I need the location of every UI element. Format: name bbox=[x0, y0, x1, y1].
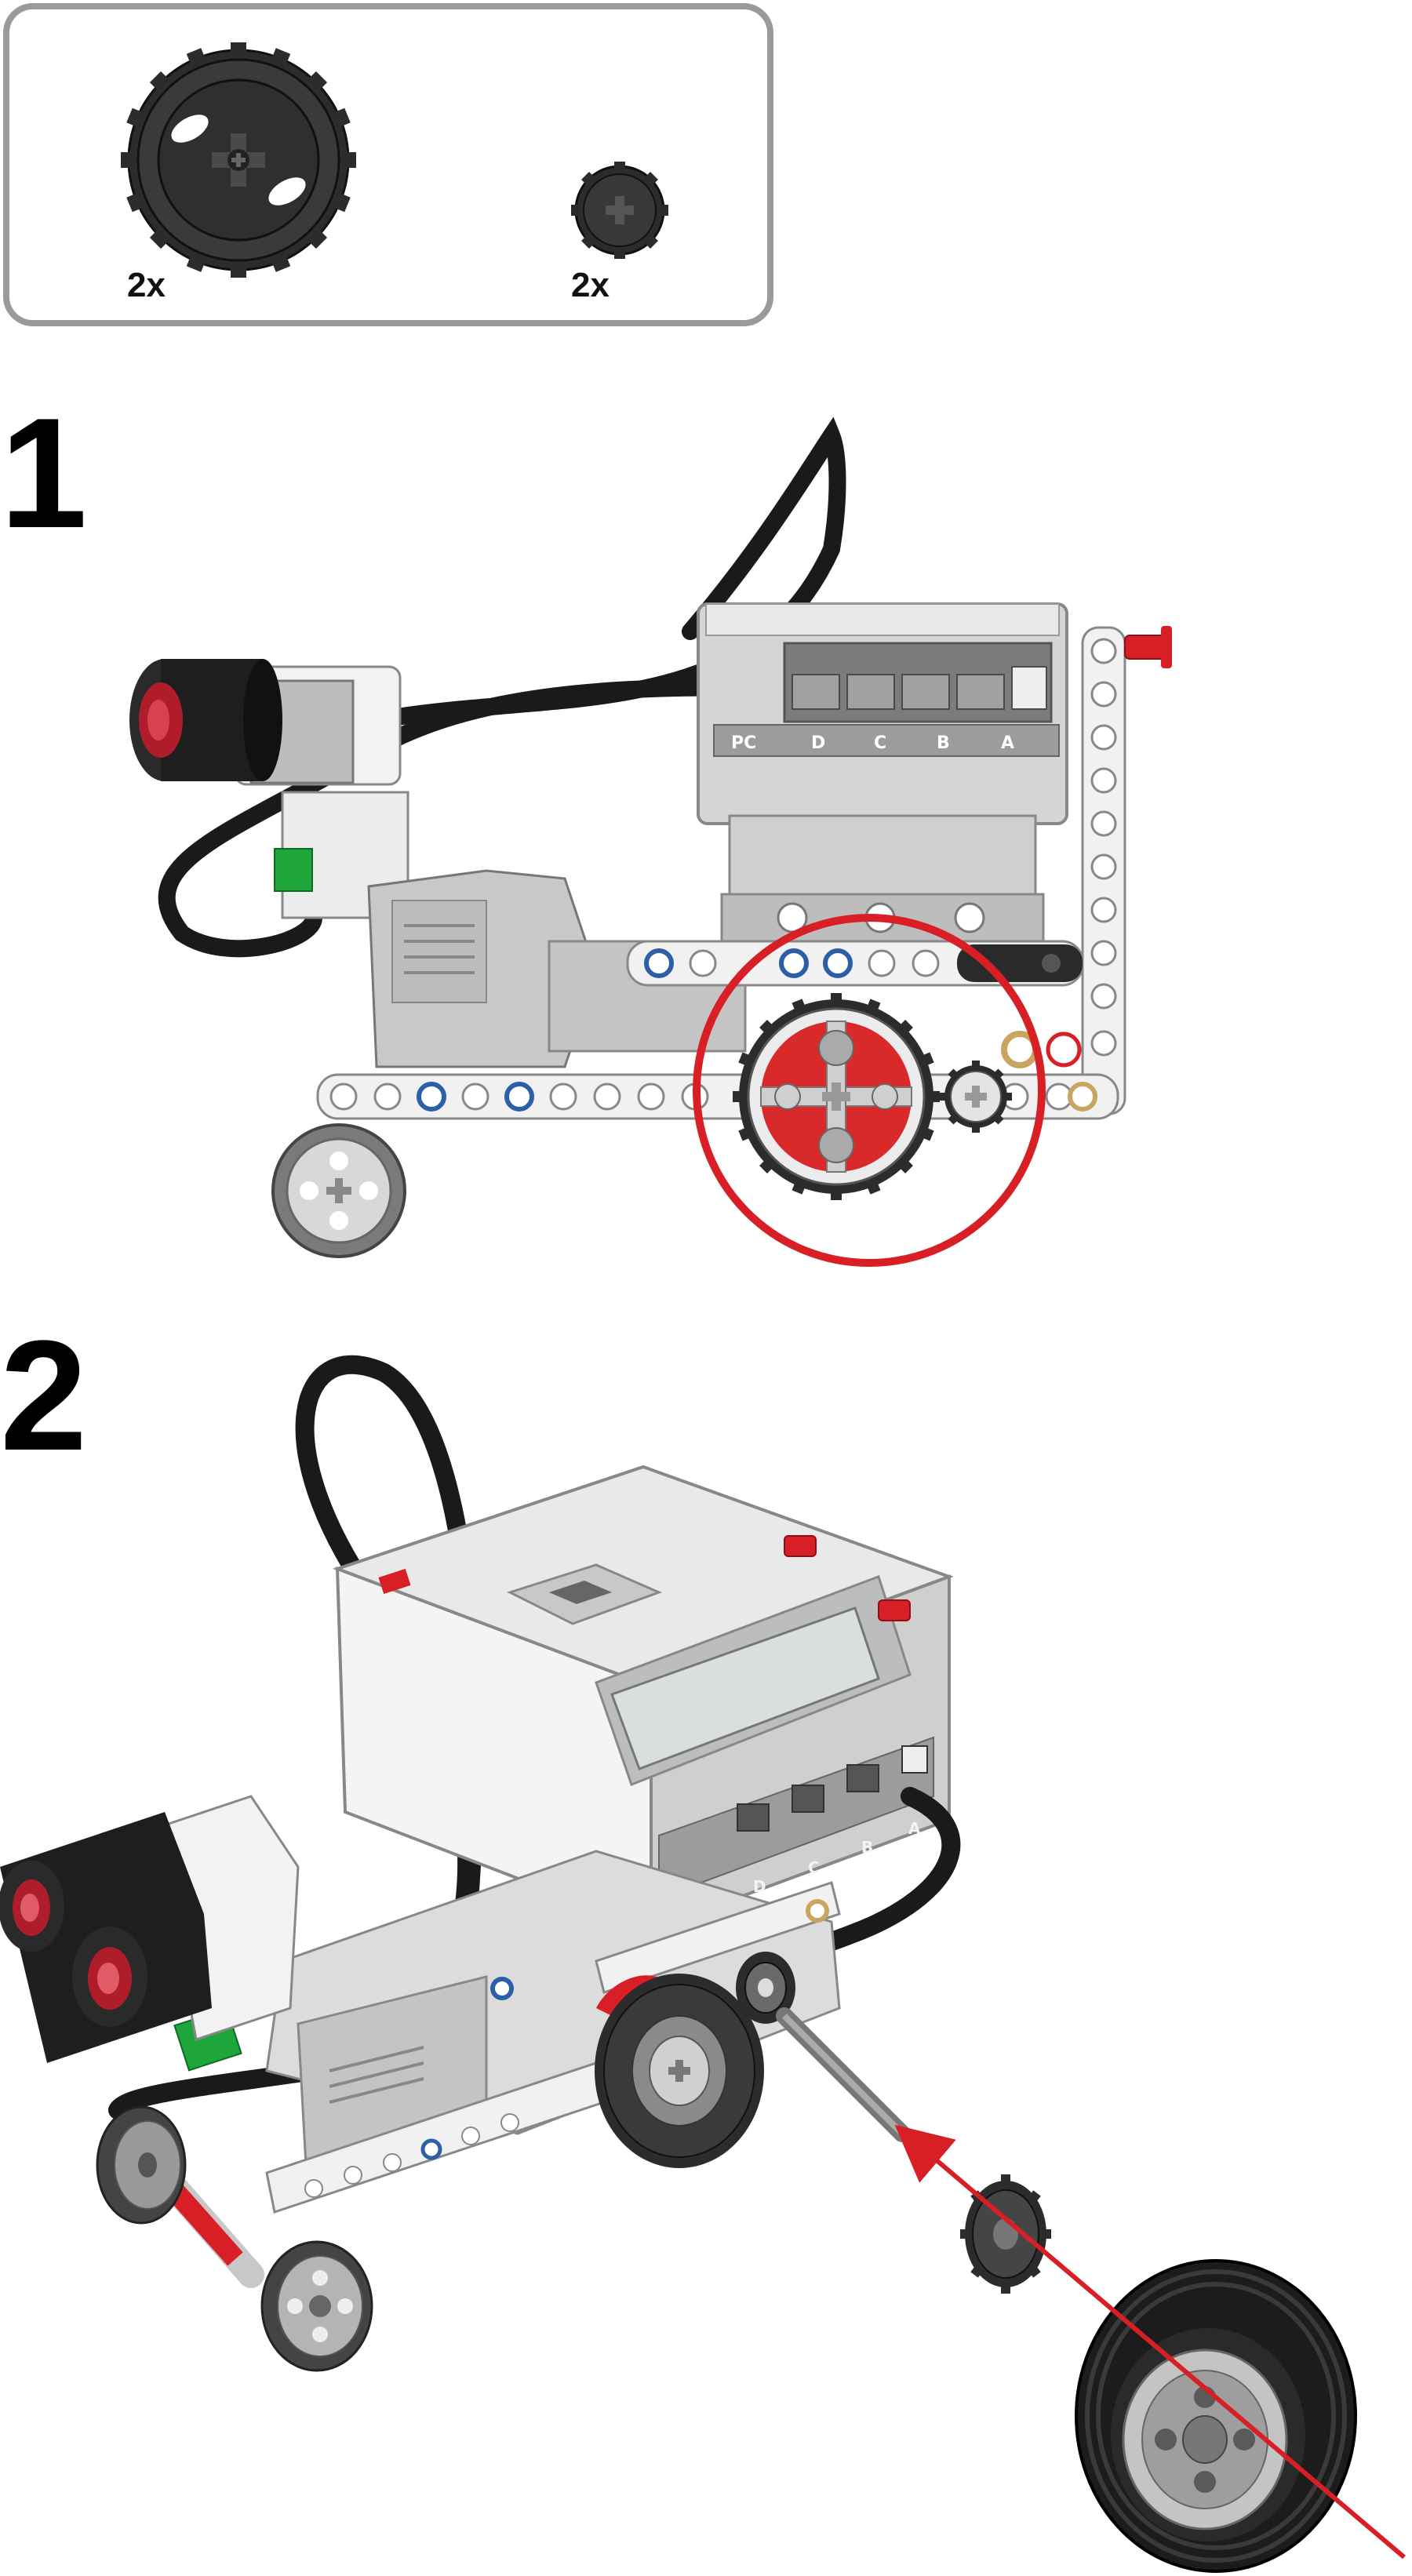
front-axle bbox=[155, 2167, 264, 2288]
step-number-2: 2 bbox=[0, 1308, 87, 1483]
port-label: B bbox=[937, 733, 950, 753]
upper-beam bbox=[626, 940, 1084, 987]
large-gear-icon bbox=[595, 1974, 764, 2168]
ultrasonic-sensor bbox=[129, 659, 402, 786]
cable bbox=[384, 417, 846, 726]
small-gear-icon bbox=[571, 162, 668, 259]
motor bbox=[274, 791, 747, 1068]
assembly-arrow bbox=[894, 2124, 1406, 2560]
wheel bbox=[1075, 2259, 1357, 2573]
large-gear-icon bbox=[121, 42, 356, 278]
wheel bbox=[96, 2105, 187, 2225]
ev3-brick: PC D C B A bbox=[697, 602, 1068, 943]
port-label: A bbox=[908, 1819, 921, 1838]
callout-ring bbox=[693, 914, 1046, 1267]
parts-list-panel: 2x 2x bbox=[3, 3, 773, 326]
port-label: D bbox=[753, 1877, 766, 1896]
port-label: C bbox=[808, 1858, 820, 1877]
small-gear-icon bbox=[960, 2174, 1051, 2294]
step-1-illustration: PC D C B A bbox=[129, 417, 1172, 1267]
large-gear-icon bbox=[733, 993, 940, 1200]
ev3-brick: PC D C B A bbox=[333, 1464, 954, 1932]
port-label: D bbox=[811, 733, 825, 753]
step-number-1: 1 bbox=[0, 386, 87, 561]
small-gear-quantity: 2x bbox=[571, 266, 610, 304]
small-gear-icon bbox=[940, 1061, 1012, 1133]
large-gear-quantity: 2x bbox=[127, 266, 166, 304]
ultrasonic-sensor bbox=[0, 1795, 300, 2063]
port-label: PC bbox=[731, 733, 756, 753]
vertical-beam bbox=[1081, 626, 1172, 1115]
wheel bbox=[271, 1123, 406, 1258]
small-gear-icon bbox=[736, 1952, 795, 2024]
port-label: A bbox=[1001, 733, 1014, 753]
wheel bbox=[260, 2240, 373, 2372]
step-2-illustration: PC D C B A bbox=[0, 1355, 1406, 2573]
port-label: B bbox=[861, 1838, 873, 1857]
port-label: C bbox=[874, 733, 886, 753]
